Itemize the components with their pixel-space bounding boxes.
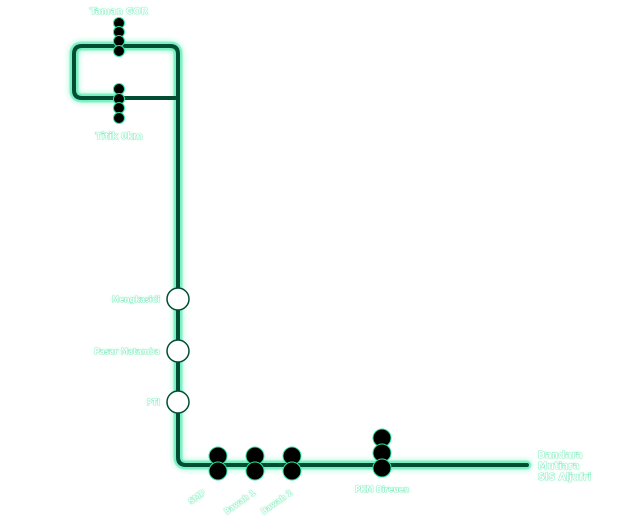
stop-bawah-2[interactable] xyxy=(282,446,302,481)
route-line xyxy=(72,44,529,467)
stop-taman-gor[interactable] xyxy=(113,17,125,57)
stop-pkm-bireuen[interactable] xyxy=(372,428,392,478)
label-bawah-2: Bawah 2 xyxy=(260,488,295,516)
stop-mengkasidi[interactable] xyxy=(166,287,190,311)
stop-titik-0km[interactable] xyxy=(113,83,125,124)
label-mengkasidi: Mengkasidi xyxy=(112,295,160,304)
label-terminus-line2: Mutiara xyxy=(538,461,580,472)
label-pasar-matamba: Pasar Matamba xyxy=(94,347,160,356)
stop-pti[interactable] xyxy=(166,390,190,414)
label-terminus-line1: Bandara xyxy=(538,450,583,461)
label-bawah-1: Bawah 1 xyxy=(223,488,258,516)
label-terminus-line3: SIS Aljufri xyxy=(538,472,591,483)
stop-pasar-matamba[interactable] xyxy=(166,339,190,363)
label-smp: SMP xyxy=(187,488,208,506)
label-pkm-bireuen: PKM Bireuen xyxy=(355,485,409,494)
label-titik-0km: Titik 0km xyxy=(95,132,142,142)
stop-bawah-1[interactable] xyxy=(245,446,265,481)
label-pti: PTI xyxy=(147,398,161,407)
stop-smp[interactable] xyxy=(208,446,228,481)
label-taman-gor: Taman GOR xyxy=(90,7,148,17)
route-line-glow xyxy=(69,41,532,470)
